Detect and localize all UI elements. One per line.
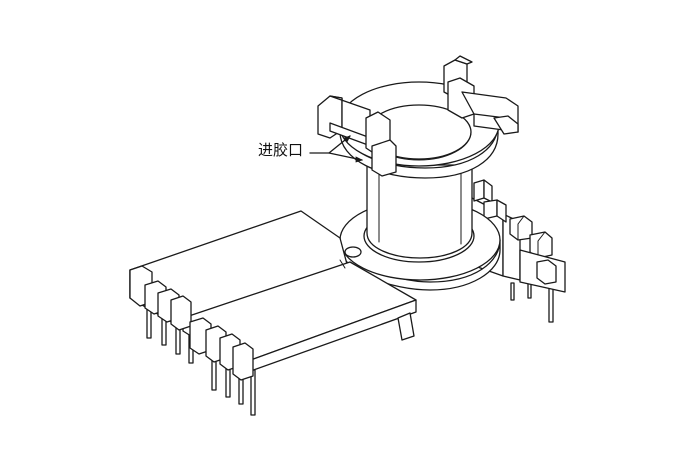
top-clip-right: [443, 55, 519, 135]
side-tabs: [129, 265, 254, 381]
pin: [510, 282, 515, 301]
pin: [548, 286, 554, 323]
top-clip-left: [317, 95, 397, 177]
left-arm: [129, 210, 417, 373]
core-tube: [366, 164, 473, 259]
callout-leader: [309, 135, 364, 163]
gate-callout-label: 进胶口: [258, 141, 304, 159]
right-terminal-block: [467, 179, 566, 293]
